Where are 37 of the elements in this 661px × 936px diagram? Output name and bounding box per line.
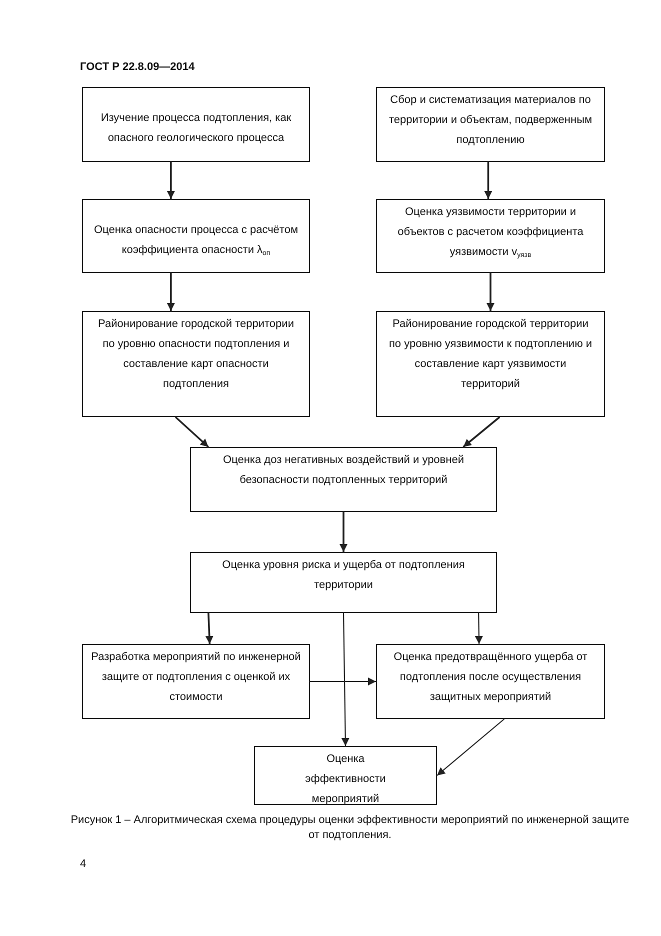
process-box bbox=[376, 644, 605, 719]
process-box bbox=[376, 87, 605, 162]
process-box bbox=[376, 199, 605, 273]
process-box bbox=[376, 311, 605, 417]
page-number: 4 bbox=[80, 858, 86, 870]
process-box bbox=[82, 199, 310, 273]
process-box bbox=[190, 447, 497, 512]
arrow bbox=[486, 273, 494, 311]
box-text: Оценка уровня риска и ущерба от подтопления территории bbox=[221, 558, 466, 593]
process-box bbox=[82, 644, 310, 719]
arrow bbox=[484, 162, 492, 199]
arrow bbox=[174, 416, 210, 448]
arrow bbox=[474, 613, 483, 644]
box-text: Изучение процесса подтопления, как опасного геологического процесса bbox=[100, 111, 292, 146]
box-text: Оценка уязвимости территории и объектов с расчетом коэффициента уязвимости v$_{уязв}$ bbox=[396, 205, 584, 261]
box-text: Разработка мероприятий по инженерной защите от подтопления с оценкой их стоимости bbox=[90, 650, 302, 705]
document-header: ГОСТ Р 22.8.09—2014 bbox=[80, 61, 195, 73]
box-text: Оценка эффективности мероприятий bbox=[304, 752, 387, 807]
figure-caption: Рисунок 1 – Алгоритмическая схема процедуры оценки эффективности мероприятий по инженерной защите от подтопления. bbox=[70, 813, 630, 843]
arrow bbox=[205, 612, 214, 644]
box-text: Оценка предотвращённого ущерба от подтопления после осуществления защитных мероприятий bbox=[392, 650, 588, 705]
process-box bbox=[82, 87, 310, 162]
process-box bbox=[82, 311, 310, 417]
box-text: Районирование городской территории по уровню опасности подтопления и составление карт опасности подтопления bbox=[97, 317, 295, 392]
arrow bbox=[166, 162, 175, 199]
box-text: Районирование городской территории по уровню уязвимости к подтоплению и составление карт уязвимости территорий bbox=[388, 317, 594, 392]
box-text: Оценка опасности процесса с расчётом коэффициента опасности λ$_{оп}$ bbox=[92, 223, 300, 259]
arrow bbox=[340, 512, 348, 552]
arrow bbox=[436, 718, 505, 776]
arrow bbox=[341, 613, 350, 746]
box-text: Сбор и систематизация материалов по территории и объектам, подверженным подтоплению bbox=[388, 93, 594, 148]
arrow bbox=[166, 273, 175, 311]
arrow bbox=[462, 416, 500, 448]
arrow bbox=[310, 678, 376, 686]
process-box bbox=[254, 746, 437, 805]
box-text: Оценка доз негативных воздействий и уровней безопасности подтопленных территорий bbox=[222, 453, 465, 488]
process-box bbox=[190, 552, 497, 613]
